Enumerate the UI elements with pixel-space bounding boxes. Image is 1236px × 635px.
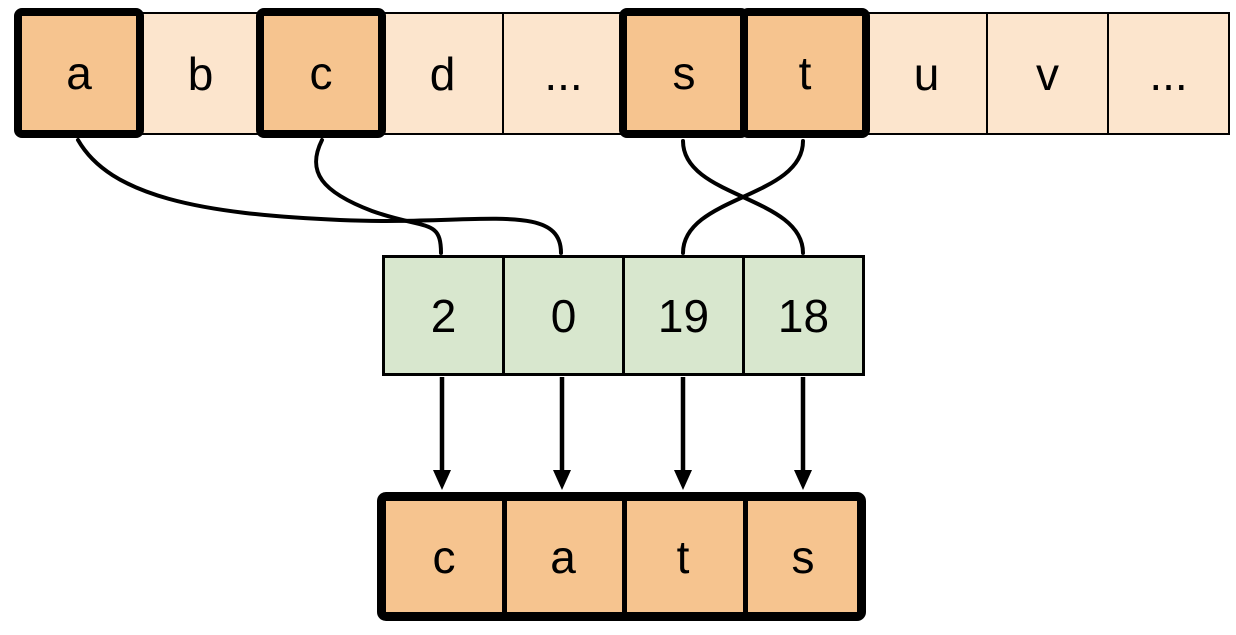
output-cell-divider [743,501,748,612]
alphabet-cell-label: a [66,47,92,99]
alphabet-cell-label: b [187,47,214,100]
output-cell-a: a [550,530,576,583]
alphabet-cell-b: b [139,12,262,135]
alphabet-cell-c-highlighted: c [256,8,386,138]
index-arrow-19-to-t [674,377,692,490]
alphabet-cell-t-highlighted: t [740,8,870,138]
index-cell-2: 2 [382,255,505,376]
alphabet-cell-u: u [865,12,988,135]
output-cell-s: s [791,530,815,583]
index-arrow-2-to-c [433,377,451,490]
output-word-box: c a t s [377,492,866,621]
output-cell-c: c [432,530,456,583]
index-cell-label: 0 [550,289,577,342]
alphabet-cell-label: s [672,47,696,99]
alphabet-cell-s-highlighted: s [619,8,749,138]
output-cell-divider [502,501,507,612]
output-cell-t: t [676,530,690,583]
index-cell-19: 19 [622,255,745,376]
alphabet-cell-label: v [1036,47,1059,100]
index-cell-label: 19 [657,289,710,342]
index-cell-18: 18 [742,255,865,376]
index-arrow-18-to-s [794,377,812,490]
index-arrow-0-to-a [553,377,571,490]
alphabet-cell-a-highlighted: a [14,8,144,138]
alphabet-cell-label: t [798,47,812,99]
alphabet-cell-label: d [429,47,456,100]
index-cell-0: 0 [502,255,625,376]
alphabet-cell-label: ... [544,47,583,100]
index-cell-label: 18 [777,289,830,342]
output-cell-divider [622,501,627,612]
alphabet-cell-d: d [381,12,504,135]
connector-curve-c-to-2 [314,138,443,255]
connector-curve-t-to-19 [681,139,805,255]
alphabet-cell-label: c [309,47,333,99]
alphabet-cell-v: v [986,12,1109,135]
alphabet-cell-ellipsis-2: ... [1107,12,1230,135]
connector-curve-a-to-0 [76,138,563,255]
alphabet-cell-label: ... [1149,47,1188,100]
index-cell-label: 2 [430,289,457,342]
alphabet-cell-ellipsis-1: ... [502,12,625,135]
alphabet-cell-label: u [913,47,940,100]
connector-curve-s-to-18 [681,139,805,255]
